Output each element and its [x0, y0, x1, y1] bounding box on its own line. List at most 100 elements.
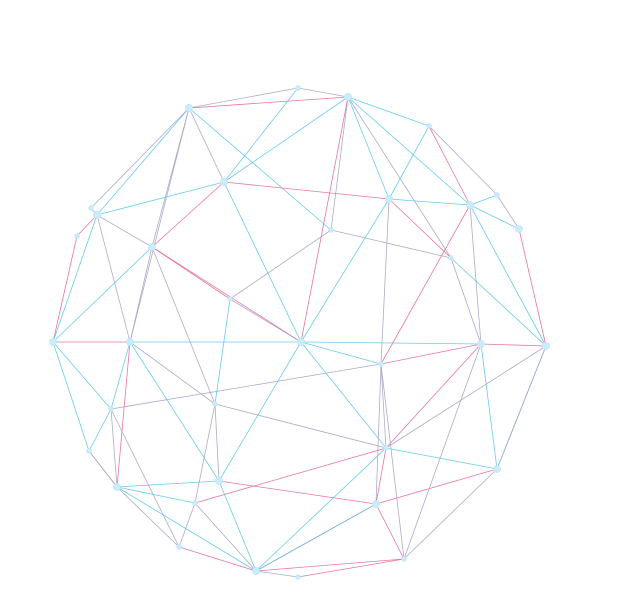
sphere-node: [493, 465, 501, 473]
sphere-edge: [300, 198, 390, 343]
sphere-node: [86, 448, 92, 454]
sphere-edge: [347, 96, 390, 200]
sphere-edges: [52, 87, 547, 578]
sphere-edge: [129, 246, 153, 343]
sphere-edge: [90, 107, 190, 209]
sphere-node: [227, 296, 233, 302]
sphere-node: [542, 342, 550, 350]
sphere-edge: [52, 235, 78, 343]
sphere-edge: [96, 214, 131, 343]
sphere-edge: [229, 229, 332, 300]
sphere-edge: [116, 486, 180, 548]
sphere-edge: [151, 181, 225, 248]
sphere-edge: [218, 341, 302, 482]
sphere-edge: [255, 503, 377, 572]
sphere-nodes: [49, 85, 550, 580]
sphere-node: [212, 401, 218, 407]
sphere-edge: [330, 96, 349, 231]
sphere-node: [328, 227, 334, 233]
sphere-edge: [214, 403, 387, 449]
sphere-edge: [255, 447, 387, 572]
sphere-edge: [223, 96, 349, 183]
sphere-node: [88, 205, 94, 211]
sphere-edge: [428, 125, 498, 196]
sphere-edge: [300, 341, 482, 345]
sphere-edge: [116, 480, 220, 488]
sphere-edge: [116, 486, 196, 504]
sphere-edge: [229, 298, 302, 343]
sphere-edge: [375, 363, 382, 505]
sphere-edge: [88, 450, 118, 488]
sphere-node: [378, 361, 384, 367]
sphere-edge: [385, 345, 547, 449]
sphere-node: [515, 225, 523, 233]
sphere-edge: [388, 198, 452, 259]
sphere-node: [295, 574, 301, 580]
sphere-edge: [218, 480, 377, 505]
sphere-node: [383, 445, 389, 451]
sphere-edge: [347, 96, 452, 259]
sphere-edge: [188, 96, 349, 109]
sphere-edge: [380, 198, 390, 365]
sphere-edge: [330, 229, 452, 259]
sphere-edge: [347, 96, 430, 127]
sphere-edge: [129, 107, 190, 343]
sphere-edge: [151, 246, 216, 405]
sphere-edge: [214, 403, 220, 482]
sphere-edge: [255, 558, 405, 572]
sphere-edge: [380, 363, 405, 560]
sphere-node: [74, 233, 80, 239]
sphere-edge: [300, 341, 387, 449]
sphere-node: [372, 500, 380, 508]
sphere-edge: [194, 502, 257, 572]
sphere-edge: [88, 408, 112, 452]
sphere-edge: [116, 341, 131, 488]
sphere-edge: [178, 502, 196, 548]
sphere-edge: [223, 181, 390, 200]
sphere-edge: [223, 87, 299, 183]
sphere-edge: [388, 198, 471, 206]
sphere-edge: [469, 194, 498, 206]
sphere-edge: [223, 181, 302, 343]
sphere-node: [448, 255, 454, 261]
sphere-edge: [480, 343, 547, 347]
sphere-edge: [110, 341, 131, 410]
sphere-node: [49, 338, 57, 346]
sphere-node: [176, 544, 182, 550]
sphere-edge: [76, 214, 98, 237]
sphere-node: [466, 201, 474, 209]
sphere-edge: [110, 363, 382, 410]
sphere-edge: [300, 96, 349, 343]
sphere-edge: [403, 468, 498, 560]
sphere-node: [494, 192, 500, 198]
sphere-edge: [469, 204, 547, 347]
sphere-edge: [52, 214, 98, 343]
sphere-edge: [388, 125, 430, 200]
sphere-edge: [518, 228, 547, 347]
sphere-edge: [96, 107, 190, 216]
sphere-node: [477, 340, 485, 348]
sphere-edge: [110, 408, 118, 488]
sphere-edge: [52, 341, 112, 410]
sphere-edge: [385, 343, 482, 449]
sphere-node: [252, 567, 260, 575]
sphere-edge: [214, 298, 231, 405]
sphere-edge: [52, 341, 90, 452]
sphere-edge: [52, 246, 153, 343]
sphere-node: [220, 178, 228, 186]
sphere-edge: [450, 257, 547, 347]
sphere-edge: [380, 204, 471, 365]
sphere-node: [126, 338, 134, 346]
sphere-edge: [297, 87, 349, 98]
sphere-edge: [297, 558, 405, 578]
sphere-node: [108, 406, 114, 412]
sphere-edge: [469, 204, 520, 230]
sphere-edge: [375, 447, 387, 505]
sphere-edge: [450, 257, 482, 345]
sphere-node: [297, 338, 305, 346]
sphere-edge: [428, 125, 471, 206]
sphere-edge: [347, 96, 471, 206]
sphere-edge: [496, 194, 520, 230]
